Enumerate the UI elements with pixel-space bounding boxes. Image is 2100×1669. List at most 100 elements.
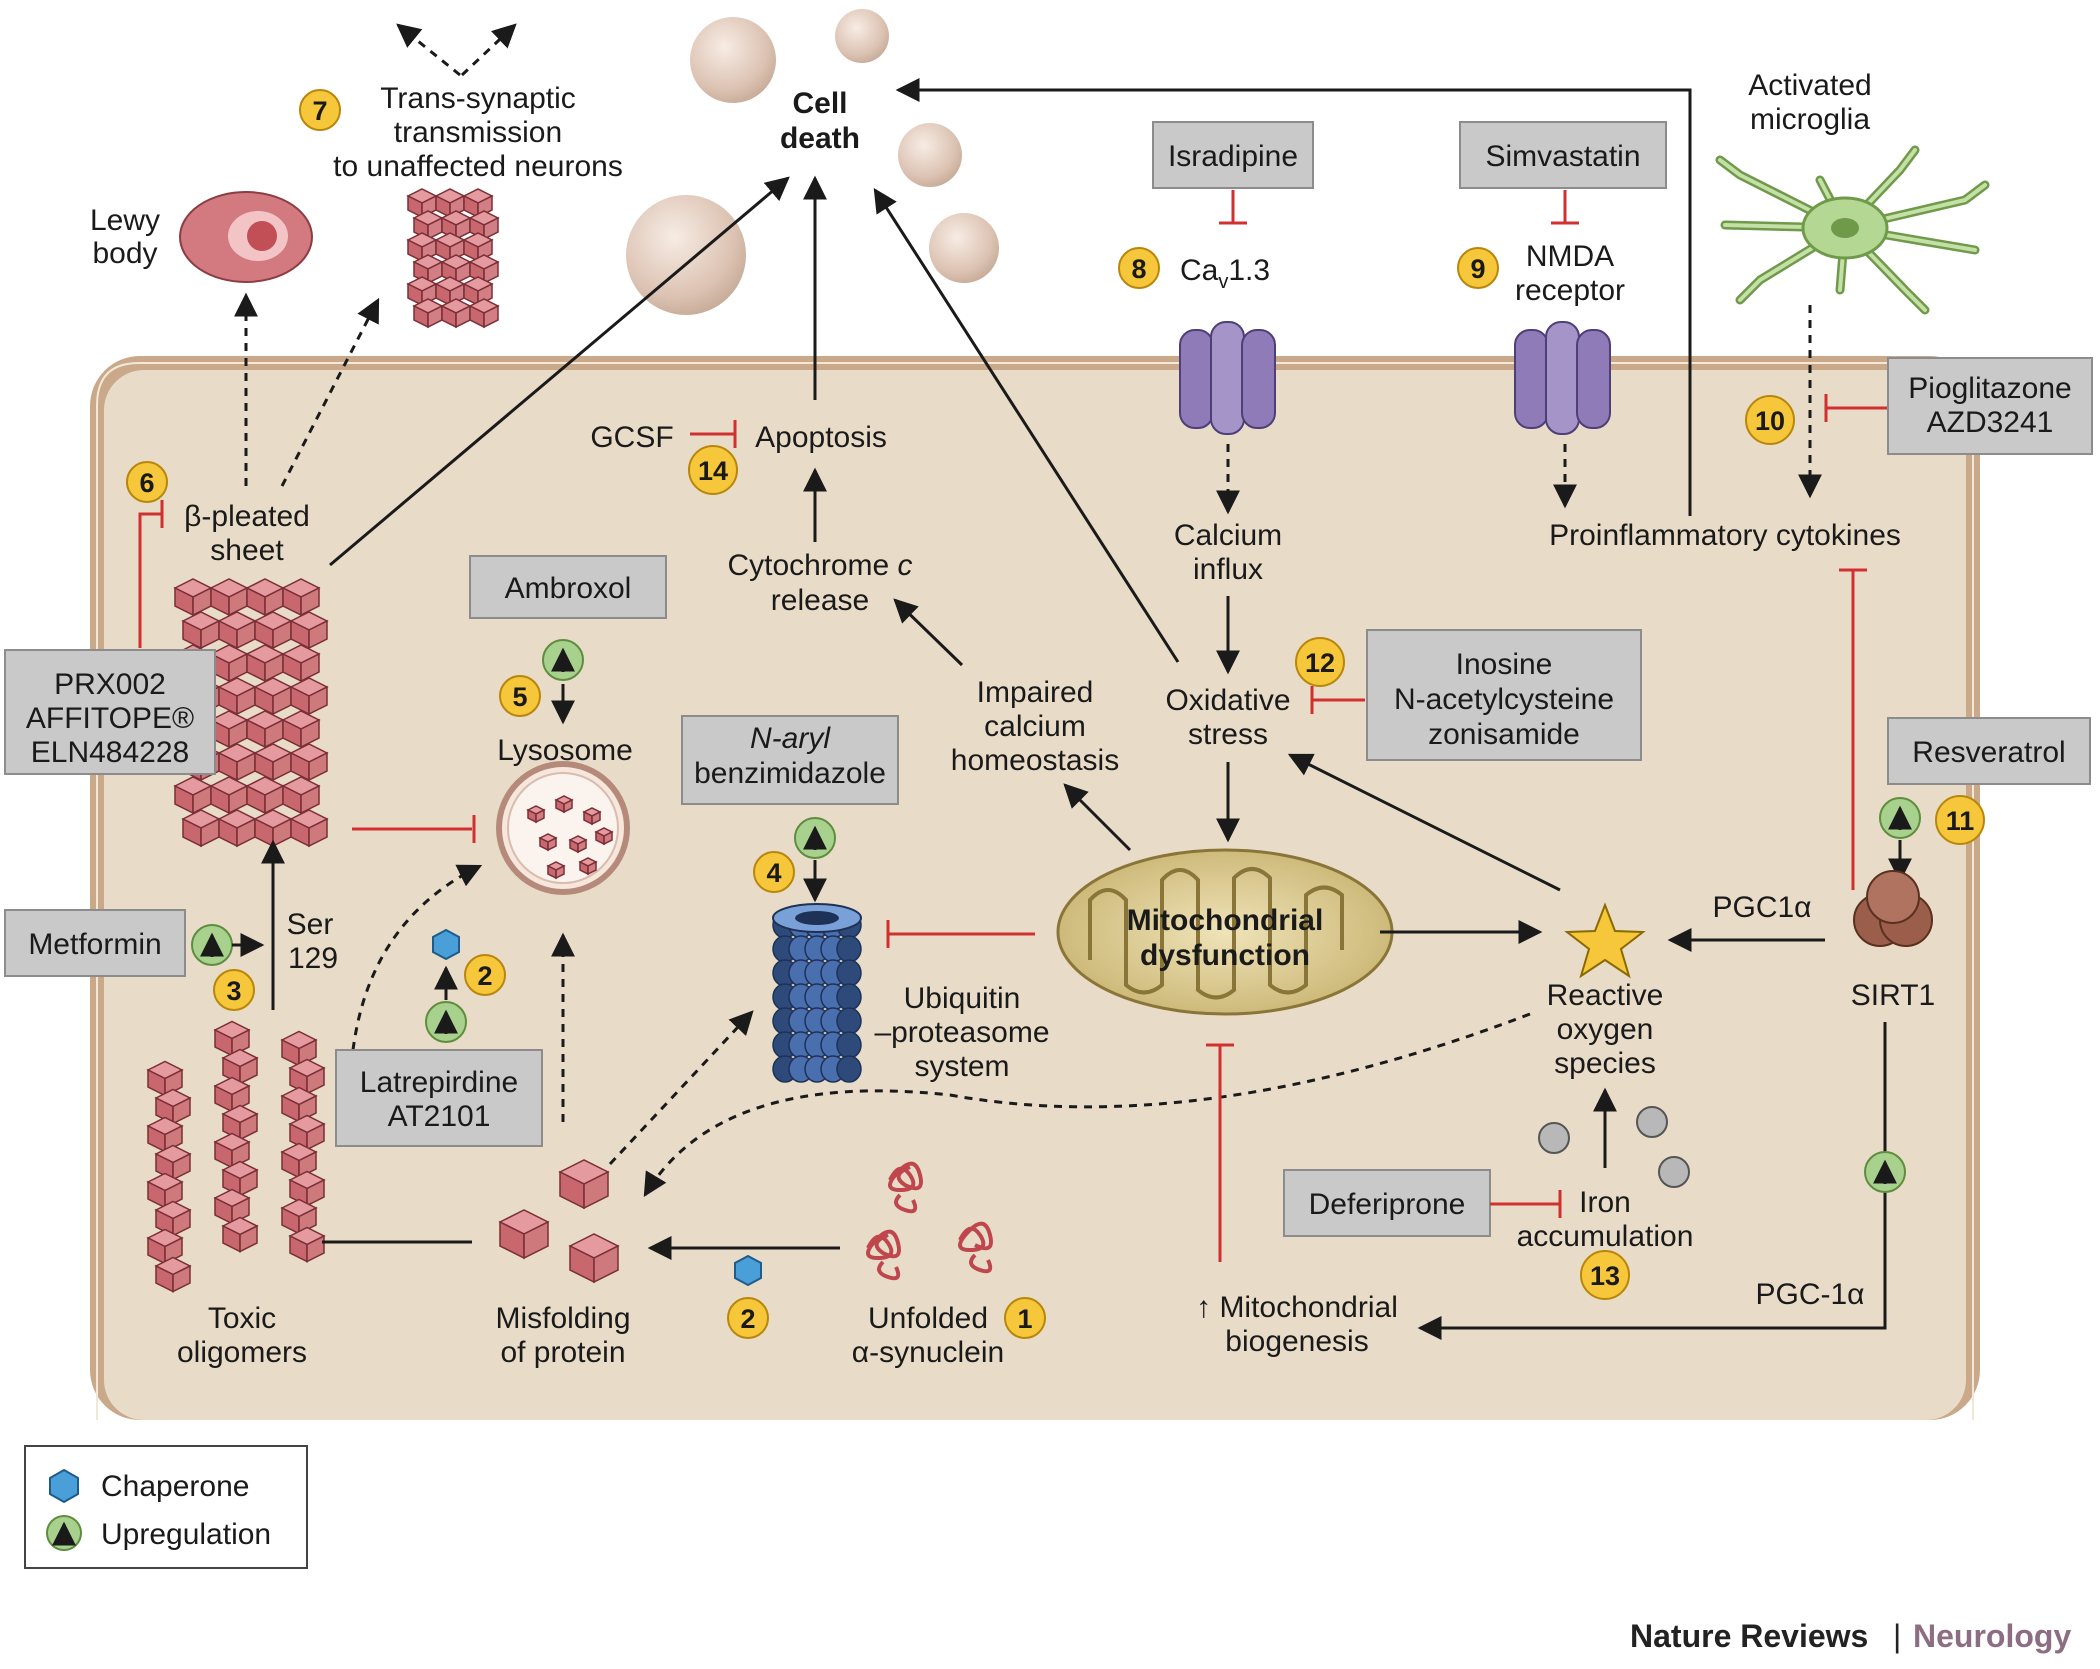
svg-text:Mitochondrial: Mitochondrial — [1127, 904, 1324, 937]
svg-text:receptor: receptor — [1515, 274, 1625, 307]
svg-text:14: 14 — [698, 456, 728, 486]
badge-14 — [688, 445, 738, 495]
svg-text:species: species — [1554, 1047, 1656, 1080]
misfolded-proteins — [498, 1159, 620, 1284]
svg-text:homeostasis: homeostasis — [951, 744, 1119, 777]
latrepirdine-drug-box[interactable]: Latrepirdine AT2101 — [335, 1049, 543, 1147]
badge-10 — [1745, 395, 1795, 445]
cell-death-label: Cell death — [780, 87, 860, 155]
svg-text:oligomers: oligomers — [177, 1336, 307, 1369]
n-aryl-drug-box[interactable]: N-aryl benzimidazole — [681, 715, 899, 805]
svg-text:NMDA: NMDA — [1526, 240, 1614, 273]
svg-text:benzimidazole: benzimidazole — [694, 757, 886, 790]
cytochrome-label: Cytochrome c release — [727, 549, 912, 617]
svg-text:4: 4 — [766, 858, 781, 888]
chaperone-icon — [734, 1254, 762, 1287]
svg-text:11: 11 — [1946, 806, 1975, 836]
svg-text:Chaperone: Chaperone — [101, 1470, 249, 1503]
legend: Chaperone Upregulation — [24, 1445, 308, 1569]
cav13-channel — [1179, 321, 1276, 435]
svg-text:Calcium: Calcium — [1174, 519, 1282, 552]
svg-text:β-pleated: β-pleated — [184, 500, 310, 533]
svg-text:sheet: sheet — [210, 534, 284, 567]
simvastatin-drug-box[interactable]: Simvastatin — [1459, 121, 1667, 189]
svg-text:Metformin: Metformin — [28, 928, 161, 961]
svg-text:2: 2 — [740, 1304, 755, 1334]
svg-text:dysfunction: dysfunction — [1140, 939, 1310, 972]
svg-text:Activated: Activated — [1748, 69, 1871, 102]
badge-12 — [1295, 637, 1345, 687]
svg-text:Ser: Ser — [287, 908, 334, 941]
iron-label: Iron accumulation — [1517, 1186, 1694, 1253]
svg-text:to unaffected neurons: to unaffected neurons — [333, 150, 623, 183]
svg-text:N-acetylcysteine: N-acetylcysteine — [1394, 683, 1614, 716]
svg-text:Toxic: Toxic — [208, 1302, 276, 1335]
svg-text:Inosine: Inosine — [1456, 648, 1553, 681]
toxic-oligomers-label: Toxic oligomers — [177, 1302, 307, 1369]
svg-text:calcium: calcium — [984, 710, 1086, 743]
isradipine-drug-box[interactable]: Isradipine — [1152, 121, 1314, 189]
svg-text:death: death — [780, 122, 860, 155]
beta-sheet-stack — [173, 578, 329, 848]
svg-text:6: 6 — [139, 468, 154, 498]
svg-text:9: 9 — [1470, 254, 1485, 284]
oxidative-stress-label: Oxidative stress — [1165, 684, 1290, 751]
svg-text:Ubiquitin: Ubiquitin — [904, 982, 1021, 1015]
svg-text:Isradipine: Isradipine — [1168, 140, 1298, 173]
misfolding-label: Misfolding of protein — [495, 1302, 630, 1369]
badge-2b — [727, 1297, 769, 1339]
svg-text:3: 3 — [226, 976, 241, 1006]
svg-text:Nature Reviews: Nature Reviews — [1630, 1618, 1868, 1654]
lysosome — [496, 761, 630, 895]
svg-text:of protein: of protein — [500, 1336, 625, 1369]
svg-text:Cell: Cell — [792, 87, 847, 120]
proteasome — [772, 903, 862, 1083]
pioglitazone-drug-box[interactable]: Pioglitazone AZD3241 — [1887, 357, 2093, 455]
iron-particles — [1538, 1106, 1690, 1188]
svg-text:Neurology: Neurology — [1913, 1618, 2071, 1654]
svg-text:GCSF: GCSF — [590, 421, 673, 454]
badge-9 — [1457, 247, 1499, 289]
badge-3 — [213, 969, 255, 1011]
sirt1-protein: SIRT1 — [1851, 870, 1935, 1012]
deferiprone-drug-box[interactable]: Deferiprone — [1283, 1169, 1491, 1237]
unfolded-label: Unfolded α-synuclein — [852, 1302, 1004, 1369]
svg-text:system: system — [914, 1050, 1009, 1083]
upregulation-icon — [542, 639, 584, 681]
metformin-drug-box[interactable]: Metformin — [4, 909, 186, 977]
journal-logo: Nature Reviews | Neurology — [1630, 1618, 2071, 1654]
svg-text:α-synuclein: α-synuclein — [852, 1336, 1004, 1369]
svg-text:release: release — [771, 584, 869, 617]
inosine-drug-box[interactable]: Inosine N-acetylcysteine zonisamide — [1366, 629, 1642, 761]
upregulation-icon — [191, 924, 233, 966]
svg-text:Latrepirdine: Latrepirdine — [360, 1066, 518, 1099]
svg-text:N-aryl: N-aryl — [750, 722, 831, 755]
badge-8 — [1118, 247, 1160, 289]
prx002-drug-box[interactable]: PRX002 AFFITOPE® ELN484228 — [4, 649, 216, 775]
badge-5 — [499, 675, 541, 717]
svg-text:body: body — [92, 237, 157, 270]
svg-text:2: 2 — [477, 961, 492, 991]
svg-text:Simvastatin: Simvastatin — [1485, 140, 1640, 173]
ups-label: Ubiquitin –proteasome system — [874, 982, 1049, 1083]
resveratrol-drug-box[interactable]: Resveratrol — [1887, 717, 2091, 785]
nmda-label: NMDA receptor — [1515, 240, 1625, 307]
beta-sheet-label: 6 β-pleated sheet — [126, 461, 310, 567]
svg-text:Iron: Iron — [1579, 1186, 1631, 1219]
svg-text:Trans-synaptic: Trans-synaptic — [380, 82, 576, 115]
ros-star: Reactive oxygen species — [1547, 902, 1663, 1080]
upregulation-icon — [1879, 797, 1921, 839]
svg-text:PRX002: PRX002 — [54, 668, 166, 701]
ambroxol-drug-box[interactable]: Ambroxol — [469, 555, 667, 619]
ser129-label: Ser 129 — [287, 908, 338, 975]
svg-text:transmission: transmission — [394, 116, 562, 149]
svg-text:AFFITOPE®: AFFITOPE® — [26, 702, 194, 735]
badge-4 — [753, 851, 795, 893]
svg-text:–proteasome: –proteasome — [874, 1016, 1049, 1049]
svg-text:Upregulation: Upregulation — [101, 1518, 271, 1551]
svg-text:129: 129 — [288, 942, 338, 975]
svg-text:Lewy: Lewy — [90, 204, 160, 237]
svg-text:microglia: microglia — [1750, 103, 1870, 136]
activated-microglia: Activated microglia — [1715, 69, 1990, 315]
